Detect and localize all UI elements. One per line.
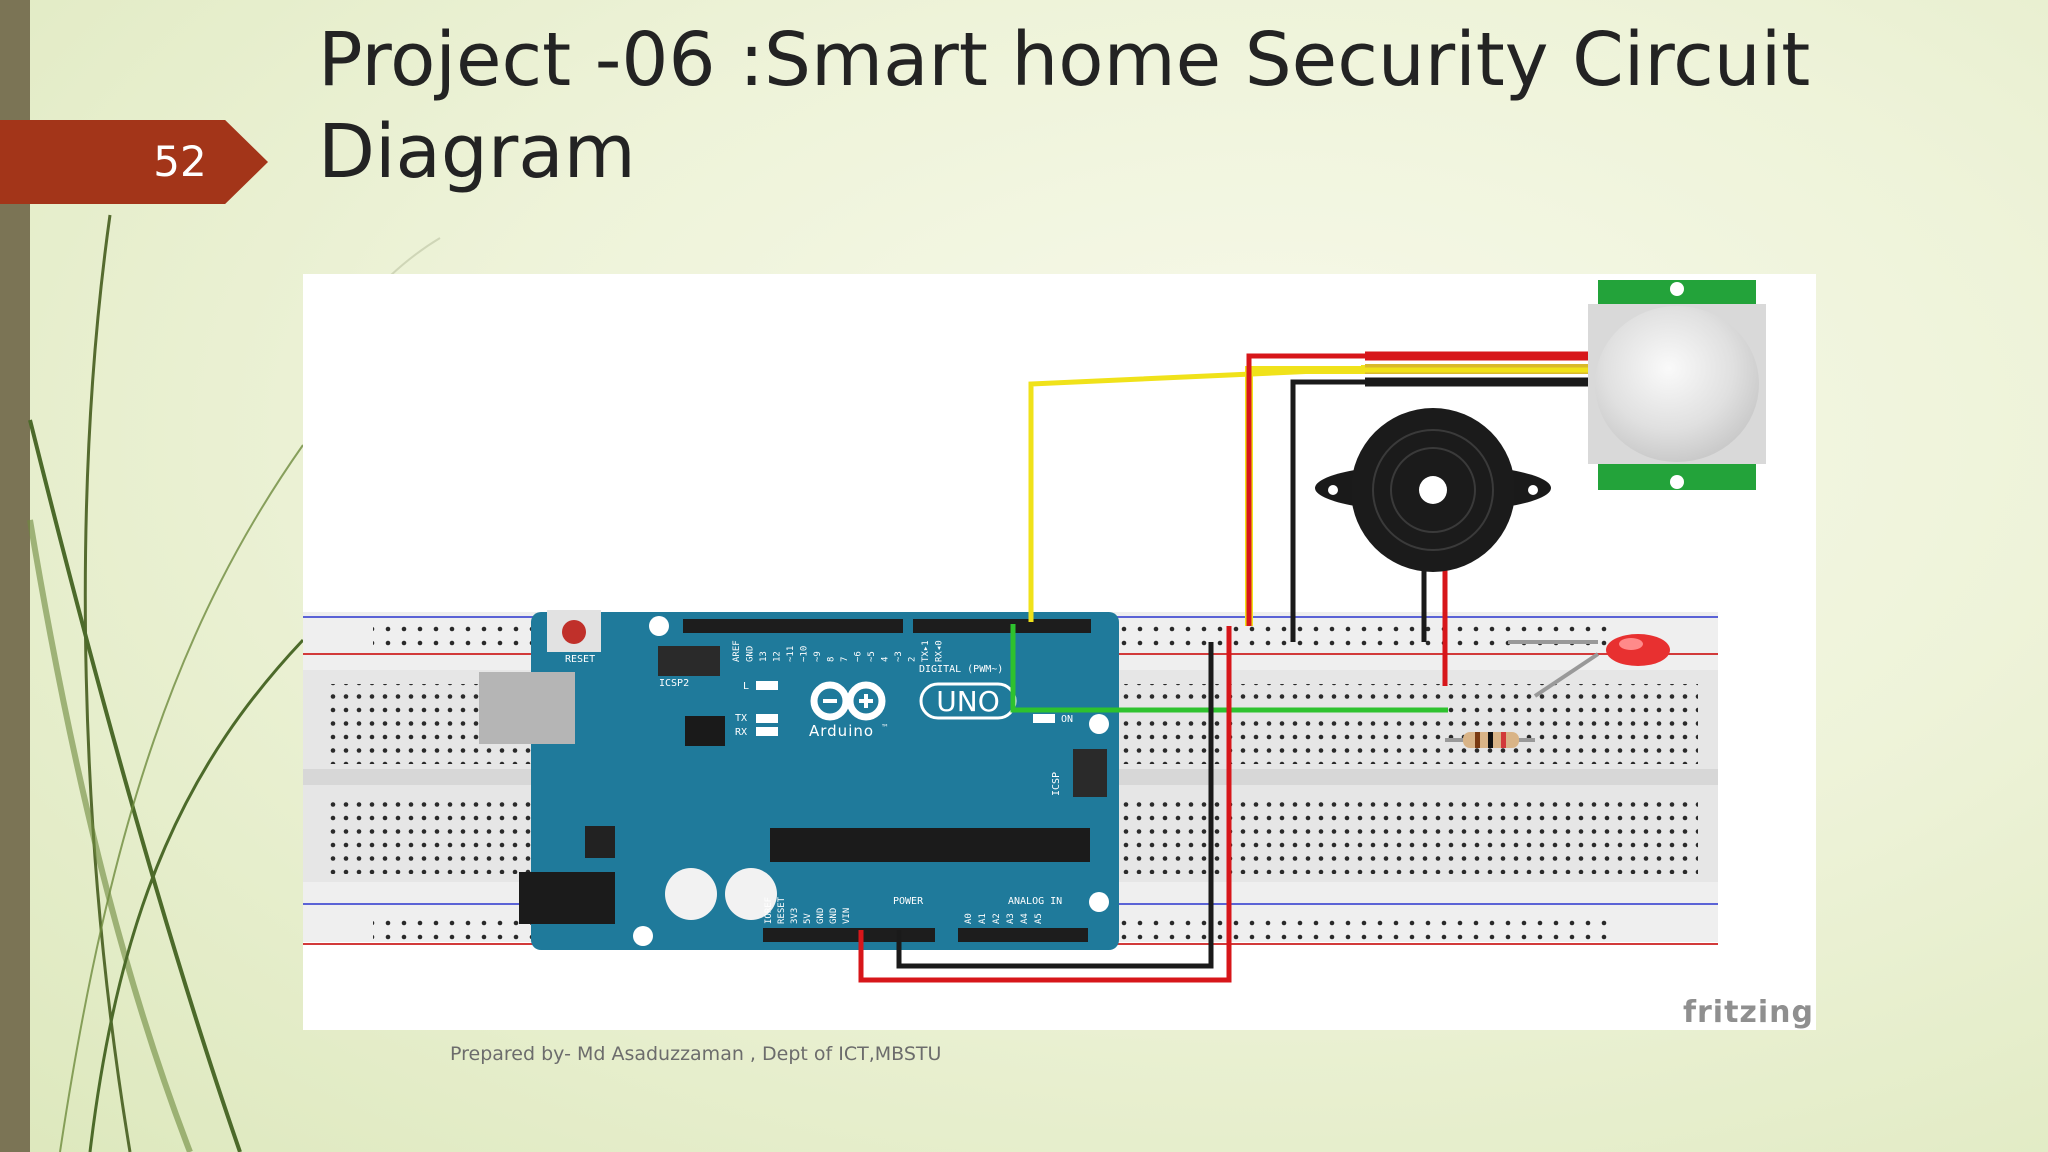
pin-label: 8 xyxy=(827,657,837,662)
pin-label: ~11 xyxy=(786,646,796,662)
slide-number: 52 xyxy=(153,137,207,186)
pin-label: RESET xyxy=(777,896,787,924)
red-led xyxy=(1508,634,1670,698)
pin-label: A2 xyxy=(992,913,1002,924)
pin-label: A0 xyxy=(964,913,974,924)
analog-label: ANALOG IN xyxy=(1008,896,1062,907)
pin-label: A3 xyxy=(1006,913,1016,924)
board-model-label: UNO xyxy=(936,685,999,718)
pin-label: A1 xyxy=(978,913,988,924)
reset-label: RESET xyxy=(565,654,595,665)
arduino-uno-board: UNO Arduino ™ RESET ICSP2 DIGITAL (PWM~)… xyxy=(479,610,1119,950)
wiring xyxy=(858,351,1588,983)
l-led-label: L xyxy=(743,681,749,692)
footer-credit: Prepared by- Md Asaduzzaman , Dept of IC… xyxy=(450,1043,942,1065)
pin-label: 7 xyxy=(840,657,850,662)
fritzing-logo: fritzing xyxy=(1682,995,1814,1030)
pin-label: GND xyxy=(746,646,756,662)
pin-label: 5V xyxy=(803,913,813,924)
pin-label: GND xyxy=(829,908,839,924)
pin-label: AREF xyxy=(732,640,742,662)
pin-label: GND xyxy=(816,908,826,924)
pir-motion-sensor xyxy=(1588,280,1766,490)
pin-label: IOREF xyxy=(764,897,774,924)
pin-label: TX▸1 xyxy=(921,640,931,662)
rx-label: RX xyxy=(735,727,747,738)
pin-label: RX◂0 xyxy=(935,640,945,662)
pin-label: ~6 xyxy=(854,651,864,662)
pin-label: ~3 xyxy=(894,651,904,662)
pin-label: ~5 xyxy=(867,651,877,662)
slide-title: Project -06 :Smart home Security Circuit… xyxy=(318,17,1811,195)
arduino-logo xyxy=(810,681,886,721)
on-label: ON xyxy=(1061,714,1073,725)
pin-label: A5 xyxy=(1034,913,1044,924)
pin-label: 2 xyxy=(908,657,918,662)
piezo-buzzer xyxy=(1315,408,1551,572)
pin-label: 12 xyxy=(773,651,783,662)
digital-label: DIGITAL (PWM~) xyxy=(919,664,1003,675)
circuit-diagram: UNO Arduino ™ RESET ICSP2 DIGITAL (PWM~)… xyxy=(303,274,1816,1030)
board-trademark: ™ xyxy=(881,723,889,732)
pin-label: VIN xyxy=(842,908,852,924)
pin-label: 4 xyxy=(881,657,891,662)
icsp-label: ICSP xyxy=(1051,772,1062,796)
pin-label: ~9 xyxy=(813,651,823,662)
pin-label: 3V3 xyxy=(790,908,800,924)
slide-number-banner xyxy=(0,120,268,204)
power-label: POWER xyxy=(893,896,924,907)
resistor xyxy=(1445,732,1535,748)
reset-button xyxy=(562,620,586,644)
pin-label: ~10 xyxy=(800,646,810,662)
pin-label: 13 xyxy=(759,651,769,662)
pin-label: A4 xyxy=(1020,913,1030,924)
analog-pin-labels: A0 A1 A2 A3 A4 A5 xyxy=(964,913,1044,924)
icsp2-label: ICSP2 xyxy=(659,678,689,689)
board-brand-label: Arduino xyxy=(809,722,874,740)
tx-label: TX xyxy=(735,713,747,724)
